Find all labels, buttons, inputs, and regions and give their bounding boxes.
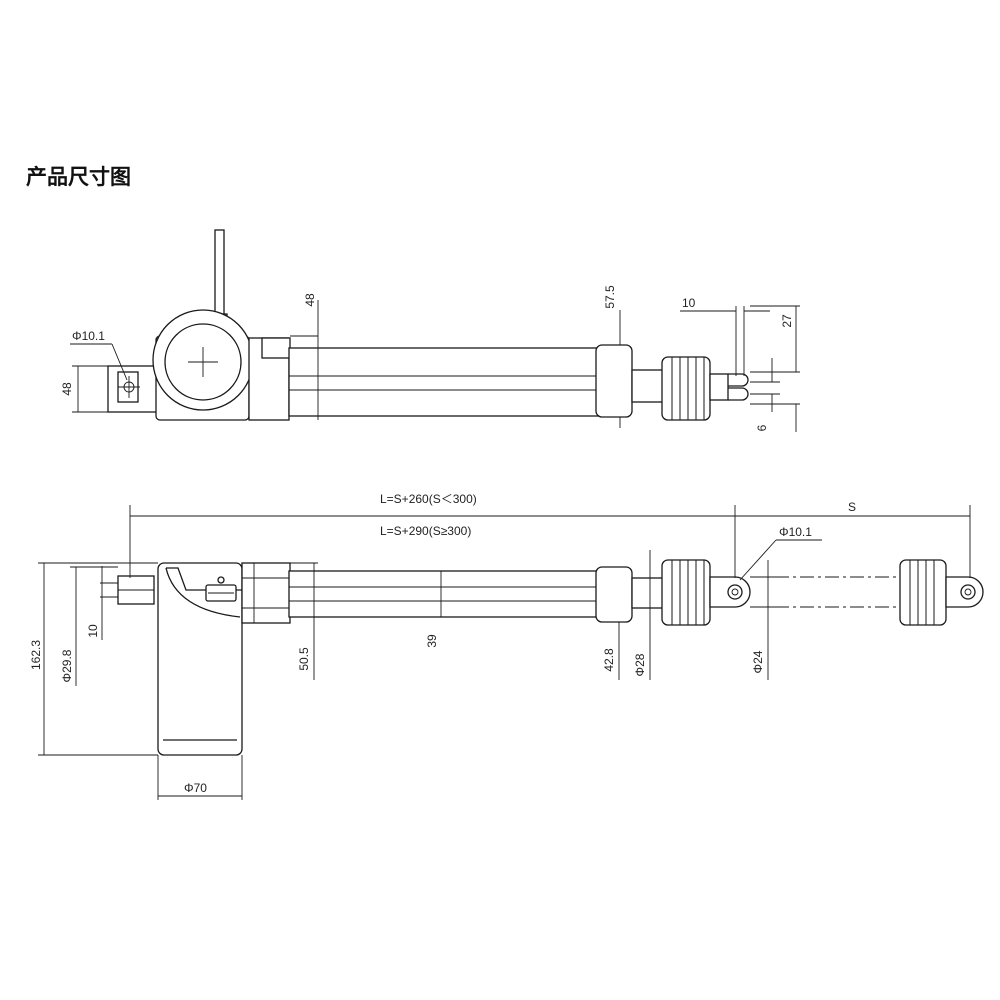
dim-length-short: L=S+260(S＜300) — [380, 492, 477, 506]
rod-end — [709, 576, 751, 608]
dim-clevis-width: 27 — [780, 314, 794, 328]
antenna — [214, 229, 225, 323]
dim-mount-dia: Φ29.8 — [60, 649, 74, 682]
outer-tube — [288, 347, 600, 417]
dim-total-height: 162.3 — [29, 640, 43, 670]
dim-motor-dia: Φ70 — [184, 781, 207, 795]
dim-end-cap: 42.8 — [602, 648, 616, 672]
side-end-cap — [595, 566, 633, 623]
dim-rod-dia: Φ28 — [633, 653, 647, 676]
clevis-lower-fork — [728, 387, 749, 401]
side-view: L=S+260(S＜300) L=S+290(S≥300) S Φ10.1 16… — [29, 492, 984, 800]
side-outer-tube — [288, 570, 600, 618]
dim-tube-height: 57.5 — [603, 285, 617, 309]
dim-stroke: S — [848, 500, 856, 514]
dim-clevis-gap: 6 — [755, 424, 769, 431]
front-flange — [241, 562, 291, 624]
inner-rod — [631, 369, 665, 403]
dim-length-long: L=S+290(S≥300) — [380, 524, 471, 538]
clevis-upper-fork — [728, 373, 749, 387]
page-title: 产品尺寸图 — [26, 165, 131, 189]
housing-tab — [261, 337, 291, 359]
dim-tube-dia: 39 — [425, 634, 439, 648]
top-view: 48 Φ10.1 48 57.5 10 27 6 — [60, 229, 800, 432]
extended-knurled-nut — [899, 559, 947, 626]
dim-rod-hole: Φ10.1 — [779, 525, 812, 539]
dim-motor-height: 48 — [303, 293, 317, 307]
extended-rod-end — [945, 576, 984, 608]
end-cap — [595, 344, 633, 418]
dim-hole: Φ10.1 — [72, 329, 105, 343]
dim-mount-slot: 10 — [86, 624, 100, 638]
knurled-nut — [661, 356, 711, 421]
dim-flange: 50.5 — [297, 647, 311, 671]
dim-rod-end: Φ24 — [751, 650, 765, 673]
dim-clevis-slot: 10 — [682, 296, 696, 310]
clevis-block — [709, 373, 729, 401]
motor-body — [157, 562, 243, 756]
dim-left-height: 48 — [60, 382, 74, 396]
extended-rod-end-hole — [960, 584, 976, 600]
rod-end-hole — [727, 584, 743, 600]
gear-housing-curve — [165, 567, 241, 618]
side-knurled-nut — [661, 559, 711, 626]
side-rod — [631, 577, 665, 609]
